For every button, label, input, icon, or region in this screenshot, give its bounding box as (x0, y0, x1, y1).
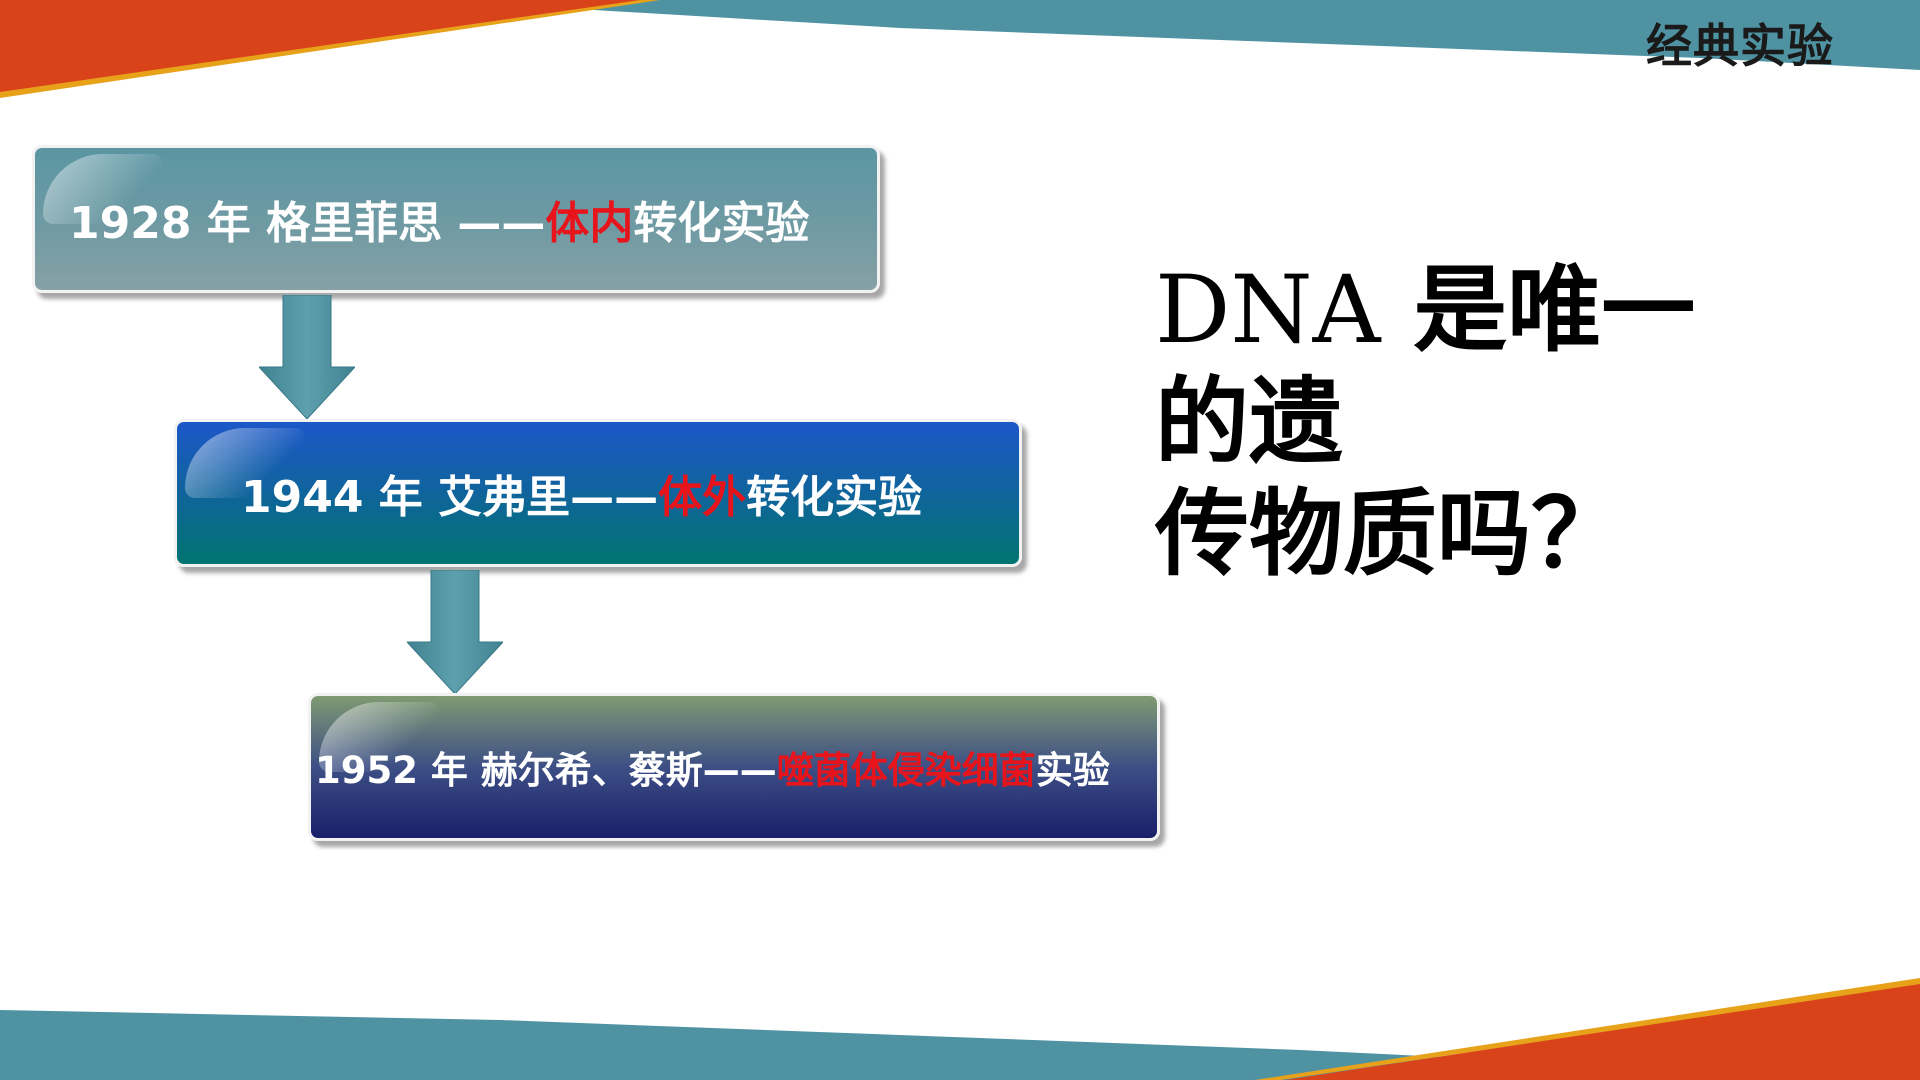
question-term: DNA (1155, 256, 1381, 365)
header-title: 经典实验 (1646, 19, 1834, 73)
question-line1-rest: 是唯一的遗 (1155, 256, 1696, 477)
timeline-text: 1952 年 赫尔希、蔡斯——噬菌体侵染细菌实验 (315, 740, 1110, 794)
timeline-box-1944: 1944 年 艾弗里——体外转化实验 (174, 419, 1022, 567)
question-line-1: DNA 是唯一的遗 (1155, 255, 1775, 479)
timeline-prefix: 1952 年 赫尔希、蔡斯—— (315, 749, 777, 792)
bottom-gold-stripe (1255, 978, 1920, 1080)
timeline-box-1952: 1952 年 赫尔希、蔡斯——噬菌体侵染细菌实验 (308, 693, 1160, 841)
down-arrow-icon (407, 570, 503, 694)
top-gold-stripe (0, 0, 660, 98)
timeline-suffix: 实验 (1035, 749, 1110, 792)
timeline-box-1928: 1928 年 格里菲思 ——体内转化实验 (32, 145, 880, 293)
timeline-text: 1944 年 艾弗里——体外转化实验 (241, 461, 922, 525)
question-line-2: 传物质吗？ (1155, 480, 1626, 589)
down-arrow-icon (259, 295, 355, 419)
timeline-prefix: 1944 年 艾弗里—— (241, 472, 659, 523)
top-orange-band (0, 0, 640, 92)
top-teal-band (520, 0, 1920, 70)
timeline-suffix: 转化实验 (633, 198, 810, 249)
timeline-highlight: 噬菌体侵染细菌 (776, 749, 1036, 792)
question-text: DNA 是唯一的遗 传物质吗？ (1155, 255, 1775, 591)
timeline-suffix: 转化实验 (746, 472, 923, 523)
timeline-highlight: 体内 (545, 198, 634, 249)
timeline-prefix: 1928 年 格里菲思 —— (69, 198, 546, 249)
bottom-orange-band (1285, 984, 1920, 1080)
timeline-highlight: 体外 (658, 472, 747, 523)
timeline-text: 1928 年 格里菲思 ——体内转化实验 (69, 187, 809, 251)
